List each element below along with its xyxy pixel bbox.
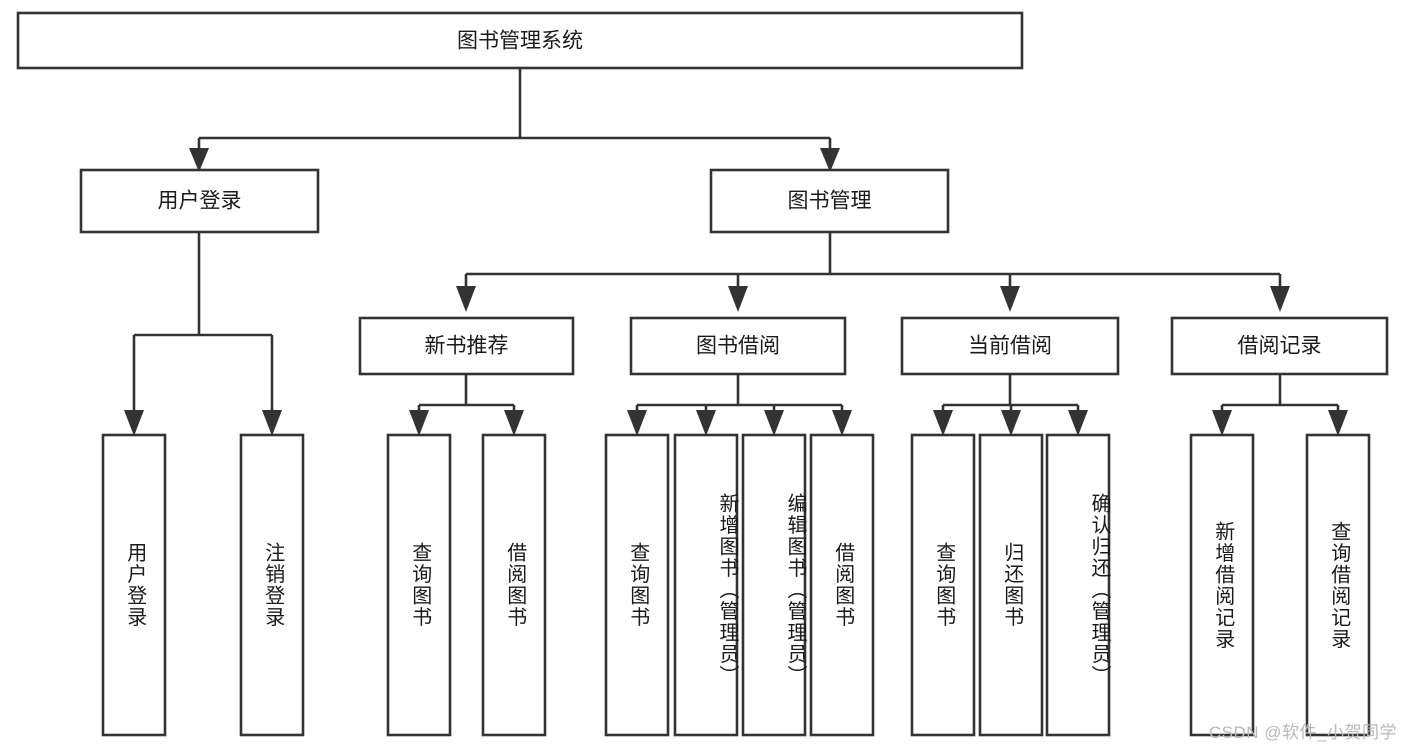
watermark-text: CSDN @软件_小贺同学 — [1208, 723, 1397, 742]
node-book-manage-label: 图书管理 — [788, 190, 872, 213]
node-new-book-recommend[interactable] — [358, 316, 575, 376]
node-leaf-user-login-2[interactable] — [239, 433, 305, 737]
node-leaf-recommend-1[interactable] — [386, 433, 452, 737]
node-borrow-record[interactable] — [1170, 316, 1389, 376]
node-book-borrow[interactable] — [629, 316, 847, 376]
arrowhead-icon — [696, 410, 716, 436]
arrowhead-icon — [189, 148, 209, 172]
node-leaf-current-2[interactable] — [978, 433, 1044, 737]
node-new-book-recommend-label: 新书推荐 — [425, 335, 509, 358]
arrowhead-icon — [1000, 286, 1020, 312]
arrowhead-icon — [1212, 410, 1232, 436]
arrowhead-icon — [933, 410, 953, 436]
node-leaf-current-3[interactable] — [1045, 433, 1111, 737]
arrowheads — [124, 148, 1348, 436]
node-root-label: 图书管理系统 — [457, 30, 583, 53]
node-leaf-borrow-4[interactable] — [809, 433, 875, 737]
arrowhead-icon — [764, 410, 784, 436]
arrowhead-icon — [262, 410, 282, 436]
arrowhead-icon — [832, 410, 852, 436]
node-boxes: 图书管理系统 用户登录 图书管理 新书推荐 图书借阅 当前借阅 借阅记录 — [16, 11, 1389, 737]
arrowhead-icon — [1328, 410, 1348, 436]
node-leaf-user-login-1[interactable] — [101, 433, 167, 737]
arrowhead-icon — [1001, 410, 1021, 436]
node-borrow-record-label: 借阅记录 — [1238, 335, 1322, 358]
arrowhead-icon — [820, 148, 840, 172]
arrowhead-icon — [728, 286, 748, 312]
arrowhead-icon — [1270, 286, 1290, 312]
node-root[interactable] — [16, 11, 1024, 70]
node-leaf-record-1[interactable] — [1189, 433, 1255, 737]
arrowhead-icon — [456, 286, 476, 312]
node-leaf-borrow-2[interactable] — [673, 433, 739, 737]
node-book-manage[interactable] — [709, 168, 950, 234]
node-current-borrow[interactable] — [900, 316, 1120, 376]
arrowhead-icon — [124, 410, 144, 436]
node-leaf-current-1[interactable] — [910, 433, 976, 737]
node-leaf-borrow-1[interactable] — [604, 433, 670, 737]
node-leaf-recommend-2[interactable] — [481, 433, 547, 737]
node-leaf-record-2[interactable] — [1305, 433, 1371, 737]
node-book-borrow-label: 图书借阅 — [696, 335, 780, 358]
node-leaf-borrow-3[interactable] — [741, 433, 807, 737]
arrowhead-icon — [409, 410, 429, 436]
node-current-borrow-label: 当前借阅 — [968, 335, 1052, 358]
arrowhead-icon — [627, 410, 647, 436]
arrowhead-icon — [504, 410, 524, 436]
node-user-login-label: 用户登录 — [158, 190, 242, 213]
node-user-login[interactable] — [79, 168, 320, 234]
arrowhead-icon — [1068, 410, 1088, 436]
